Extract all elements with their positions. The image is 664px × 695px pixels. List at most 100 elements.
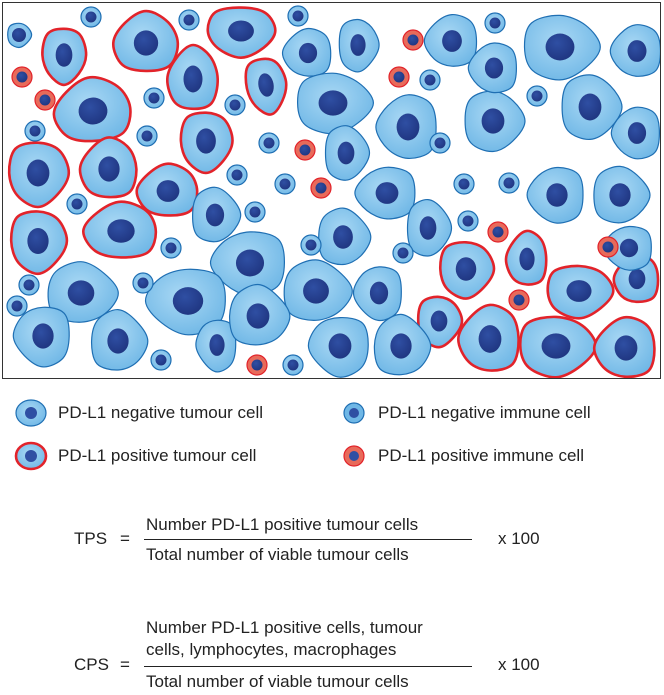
pd-l1-negative-tumour-cell: [324, 125, 371, 181]
pd-l1-positive-tumour-cell: [7, 141, 71, 209]
legend-label: PD-L1 positive tumour cell: [58, 446, 257, 465]
pd-l1-negative-tumour-cell: [307, 316, 369, 378]
pd-l1-negative-immune-cell: [287, 5, 309, 27]
pd-l1-positive-tumour-cell: [546, 264, 615, 320]
pd-l1-negative-immune-cell: [132, 272, 154, 294]
pd-l1-negative-tumour-cell: [375, 94, 437, 160]
pd-l1-positive-immune-cell: [34, 89, 56, 111]
pd-l1-positive-tumour-cell: [82, 200, 158, 259]
legend-item-tumour-negative: PD-L1 negative tumour cell: [14, 398, 263, 428]
pd-l1-positive-immune-cell: [310, 177, 332, 199]
cps-fraction-bar: [144, 666, 472, 668]
pd-l1-negative-immune-cell: [80, 6, 102, 28]
tps-fraction-bar: [144, 539, 472, 541]
tissue-illustration: [2, 2, 661, 379]
pd-l1-positive-tumour-cell: [179, 111, 234, 175]
pd-l1-negative-immune-cell: [498, 172, 520, 194]
legend-label: PD-L1 negative immune cell: [378, 403, 591, 422]
pd-l1-negative-immune-cell: [453, 173, 475, 195]
cps-label: CPS: [74, 655, 109, 674]
pd-l1-negative-immune-cell: [274, 173, 296, 195]
tumour-negative-icon: [15, 399, 47, 427]
legend-item-tumour-positive: PD-L1 positive tumour cell: [14, 441, 256, 471]
tps-equals: =: [120, 529, 130, 548]
pd-l1-negative-tumour-cell: [406, 198, 453, 257]
pd-l1-negative-tumour-cell: [593, 165, 651, 224]
pd-l1-negative-immune-cell: [226, 164, 248, 186]
pd-l1-negative-immune-cell: [300, 234, 322, 256]
pd-l1-negative-tumour-cell: [144, 268, 226, 336]
pd-l1-negative-tumour-cell: [609, 24, 660, 77]
pd-l1-negative-immune-cell: [526, 85, 548, 107]
pd-l1-negative-immune-cell: [6, 295, 28, 317]
pd-l1-negative-immune-cell: [143, 87, 165, 109]
pd-l1-negative-tumour-cell: [338, 18, 380, 73]
pd-l1-negative-immune-cell: [429, 132, 451, 154]
pd-l1-positive-immune-cell: [402, 29, 424, 51]
pd-l1-positive-tumour-cell: [518, 315, 598, 378]
pd-l1-negative-tumour-cell: [228, 283, 291, 346]
cps-multiplier: x 100: [498, 655, 540, 674]
pd-l1-negative-tumour-cell: [602, 225, 652, 271]
pd-l1-negative-immune-cell: [392, 242, 414, 264]
pd-l1-positive-tumour-cell: [41, 27, 88, 87]
pd-l1-negative-tumour-cell: [467, 42, 518, 94]
pd-l1-positive-tumour-cell: [592, 315, 656, 378]
pd-l1-negative-immune-cell: [244, 201, 266, 223]
tumour-positive-icon: [14, 441, 48, 471]
pd-l1-negative-immune-cell: [18, 274, 40, 296]
pd-l1-negative-immune-cell: [457, 210, 479, 232]
pd-l1-negative-immune-cell: [419, 69, 441, 91]
pd-l1-negative-immune-cell: [484, 12, 506, 34]
pd-l1-positive-immune-cell: [246, 354, 268, 376]
pd-l1-negative-tumour-cell: [296, 72, 375, 135]
pd-l1-negative-immune-cell: [66, 193, 88, 215]
legend-item-immune-positive: PD-L1 positive immune cell: [340, 441, 584, 471]
pd-l1-negative-tumour-cell: [352, 266, 402, 322]
pd-l1-negative-tumour-cell: [561, 74, 623, 141]
tps-numerator: Number PD-L1 positive tumour cells: [146, 515, 419, 534]
immune-negative-icon: [343, 402, 365, 424]
pd-l1-positive-tumour-cell: [504, 229, 548, 286]
pd-l1-negative-immune-cell: [224, 94, 246, 116]
pd-l1-negative-tumour-cell: [523, 14, 601, 81]
immune-positive-icon: [343, 445, 365, 467]
pd-l1-positive-immune-cell: [508, 289, 530, 311]
pd-l1-positive-tumour-cell: [165, 43, 220, 111]
pd-l1-negative-tumour-cell: [90, 308, 149, 371]
pd-l1-negative-immune-cell: [24, 120, 46, 142]
pd-l1-positive-tumour-cell: [416, 295, 464, 349]
pd-l1-positive-tumour-cell: [135, 162, 199, 217]
pd-l1-positive-tumour-cell: [111, 9, 180, 73]
tps-multiplier: x 100: [498, 529, 540, 548]
pd-l1-negative-tumour-cell: [281, 27, 332, 77]
legend-label: PD-L1 positive immune cell: [378, 446, 584, 465]
pd-l1-negative-immune-cell: [150, 349, 172, 371]
pd-l1-positive-tumour-cell: [438, 240, 496, 300]
pd-l1-negative-tumour-cell: [373, 313, 432, 376]
cps-numerator-line1: Number PD-L1 positive cells, tumour: [146, 618, 423, 637]
tps-denominator: Total number of viable tumour cells: [146, 545, 409, 564]
pd-l1-negative-immune-cell: [178, 9, 200, 31]
cps-numerator-line2: cells, lymphocytes, macrophages: [146, 640, 397, 659]
pd-l1-positive-immune-cell: [388, 66, 410, 88]
legend-label: PD-L1 negative tumour cell: [58, 403, 264, 422]
pd-l1-negative-immune-cell: [282, 354, 304, 376]
pd-l1-negative-tumour-cell: [191, 186, 242, 243]
pd-l1-positive-immune-cell: [294, 139, 316, 161]
pd-l1-negative-tumour-cell: [283, 259, 353, 321]
cps-equals: =: [120, 655, 130, 674]
pd-l1-negative-immune-cell: [136, 125, 158, 147]
cell-field: [6, 5, 660, 378]
cps-denominator: Total number of viable tumour cells: [146, 672, 409, 691]
pd-l1-negative-immune-cell: [258, 132, 280, 154]
pd-l1-positive-immune-cell: [597, 236, 619, 258]
tps-label: TPS: [74, 529, 108, 548]
pd-l1-negative-tumour-cell: [209, 231, 286, 297]
pd-l1-positive-tumour-cell: [244, 57, 288, 116]
legend-item-immune-negative: PD-L1 negative immune cell: [340, 398, 591, 428]
pd-l1-positive-tumour-cell: [78, 136, 138, 199]
pd-l1-negative-tumour-cell: [423, 13, 478, 67]
pd-l1-negative-tumour-cell: [318, 207, 372, 266]
pd-l1-negative-tumour-cell: [354, 166, 416, 220]
